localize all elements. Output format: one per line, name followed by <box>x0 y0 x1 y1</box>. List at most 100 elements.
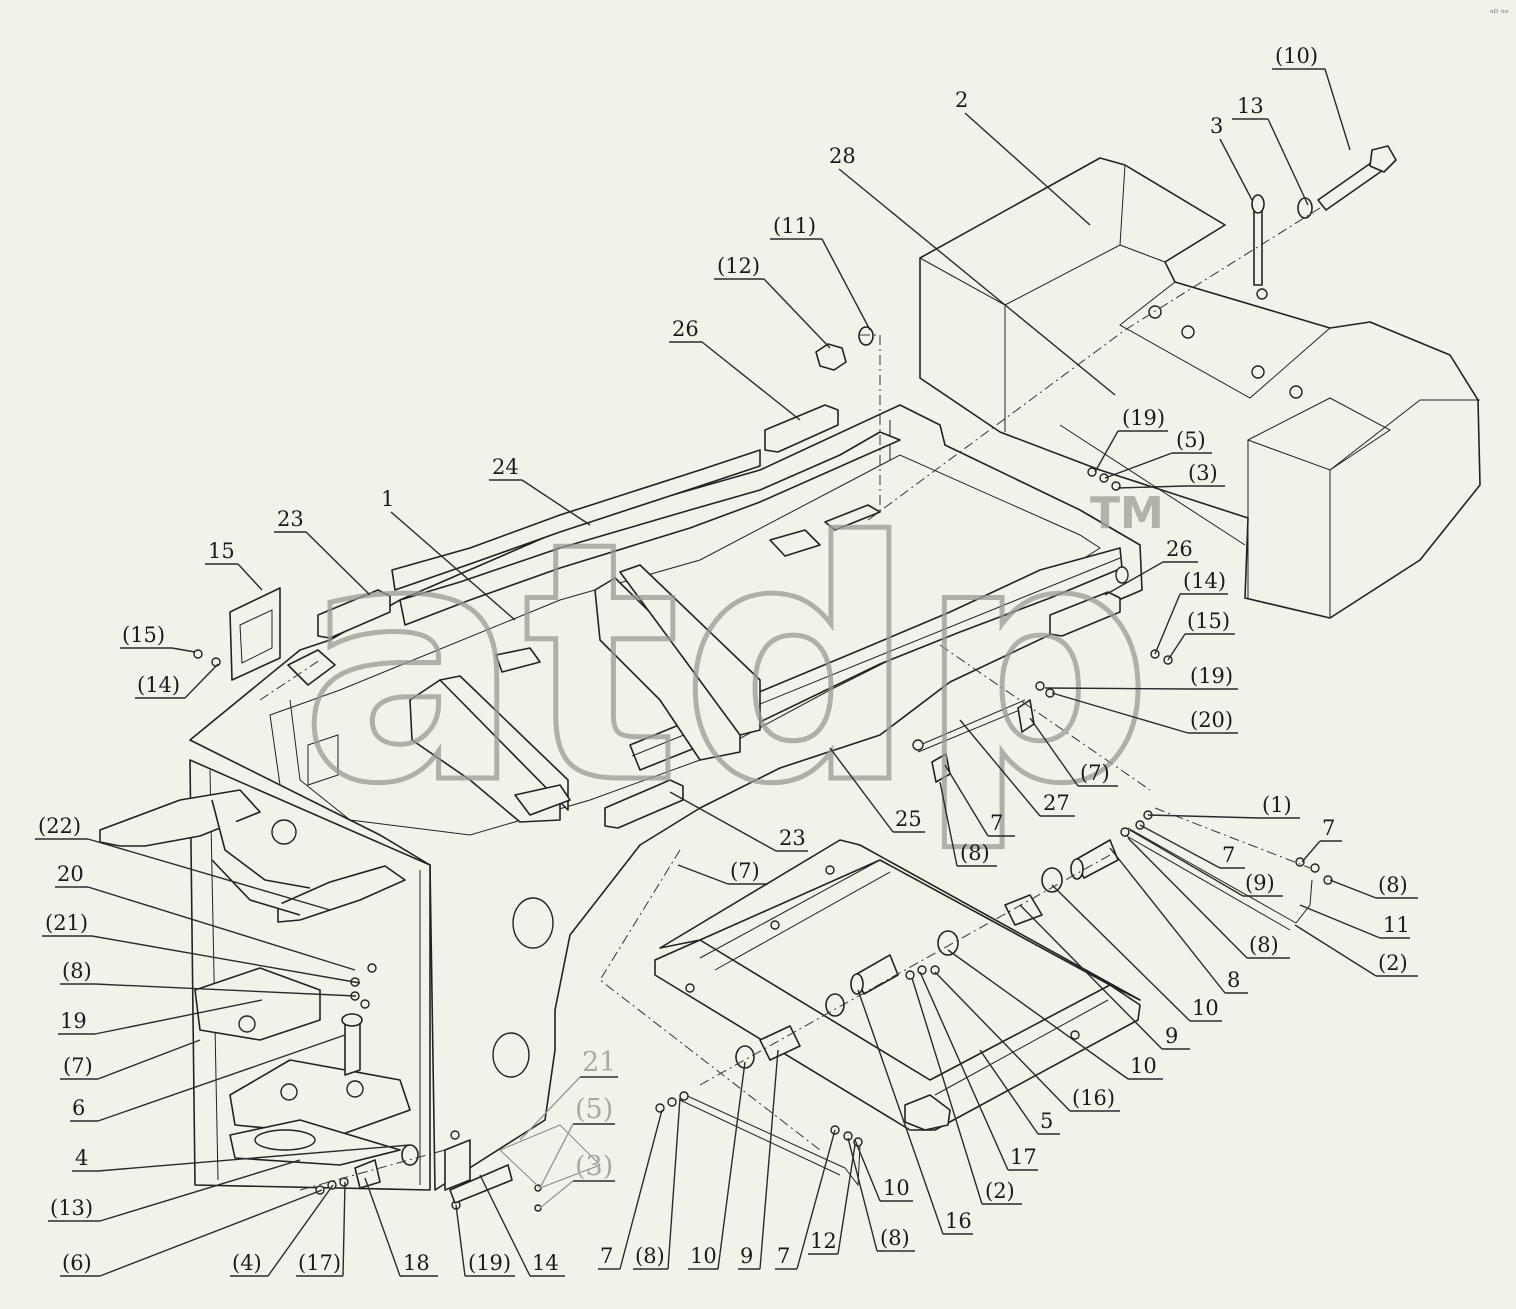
callout-label: 1 <box>381 487 394 511</box>
callout-label: (2) <box>985 1179 1015 1203</box>
callout-label: (20) <box>1190 708 1233 732</box>
leader-line <box>829 747 894 833</box>
callout-label: (14) <box>137 673 180 697</box>
callout-label: (7) <box>63 1054 93 1078</box>
leader-line <box>1219 138 1253 201</box>
callout-label: (11) <box>773 214 816 238</box>
main-frame <box>99 404 1143 1191</box>
leader-line <box>305 531 371 596</box>
watermark-trademark: TM <box>1090 488 1164 539</box>
leader-line <box>837 1144 856 1255</box>
callout-label: 17 <box>1010 1145 1037 1169</box>
leader-line <box>1019 904 1163 1050</box>
leader-line <box>97 1039 201 1080</box>
callout-label: (13) <box>50 1196 93 1220</box>
lower-bracket <box>444 1124 601 1204</box>
leader-line <box>1044 687 1189 690</box>
leader-line <box>857 989 944 1235</box>
callout-label: (10) <box>1275 44 1318 68</box>
callout-label: (8) <box>880 1226 910 1250</box>
leader-line <box>947 949 1129 1080</box>
callout-label: (15) <box>1187 609 1230 633</box>
leader-line <box>390 511 516 621</box>
leader-line <box>1294 924 1377 977</box>
callout-label: 25 <box>895 807 922 831</box>
leader-line <box>939 781 958 867</box>
leader-line <box>1301 840 1321 863</box>
leader-line <box>1029 717 1079 787</box>
callout-label: (21) <box>45 911 88 935</box>
leader-line <box>1104 561 1164 596</box>
watermark-text: atdp <box>300 472 1153 856</box>
leader-line <box>184 663 219 699</box>
callout-label: 9 <box>740 1244 753 1268</box>
callout-label: 4 <box>75 1146 88 1170</box>
callout-label: (8) <box>635 1244 665 1268</box>
callout-label: 11 <box>1383 913 1410 937</box>
callout-label: 10 <box>883 1176 910 1200</box>
leader-line <box>667 1097 681 1270</box>
callout-label: (4) <box>232 1251 262 1275</box>
corner-mark: ᵒᴰ ᵒᵒ <box>1490 9 1509 19</box>
callout-label: 7 <box>1222 843 1235 867</box>
callout-label: (12) <box>717 254 760 278</box>
counterweight-bolt <box>1251 145 1397 286</box>
leader-line <box>539 1123 574 1189</box>
leader-line <box>1299 904 1381 939</box>
leader-line <box>1104 452 1173 479</box>
callout-label: 14 <box>532 1251 559 1275</box>
leader-line <box>91 935 361 984</box>
callout-label: (19) <box>1190 664 1233 688</box>
leader-line <box>854 1139 881 1202</box>
callout-label: 7 <box>1322 816 1335 840</box>
leader-line <box>1147 814 1261 819</box>
callout-label: 9 <box>1165 1024 1178 1048</box>
leader-line <box>821 238 871 331</box>
callout-label: 27 <box>1043 791 1070 815</box>
leader-line <box>838 168 1116 396</box>
callout-label: 20 <box>57 862 84 886</box>
callout-label: 26 <box>1166 537 1193 561</box>
callout-label: (8) <box>62 959 92 983</box>
callout-label: 10 <box>690 1244 717 1268</box>
callout-label: (19) <box>1122 406 1165 430</box>
leader-lines <box>35 68 1418 1277</box>
leader-line <box>979 1049 1039 1135</box>
callout-label: 6 <box>72 1096 85 1120</box>
leader-line <box>1167 633 1186 661</box>
callout-label: 16 <box>945 1209 972 1233</box>
leader-line <box>959 719 1041 817</box>
leader-line <box>94 983 357 997</box>
leader-line <box>619 1109 663 1270</box>
nut-and-washer <box>815 326 874 371</box>
leader-line <box>1051 884 1191 1022</box>
callout-label: 23 <box>779 826 806 850</box>
leader-line <box>267 1184 334 1277</box>
callout-label: (3) <box>1188 461 1218 485</box>
callout-label: (8) <box>960 841 990 865</box>
leader-line <box>1267 118 1309 206</box>
leader-line <box>97 1144 411 1172</box>
leader-line <box>759 1049 779 1270</box>
callout-label: 5 <box>1040 1109 1053 1133</box>
callout-label: (22) <box>38 814 81 838</box>
leader-line <box>171 647 196 653</box>
callout-label: 7 <box>990 811 1003 835</box>
leader-line <box>364 1177 401 1277</box>
callout-label: (15) <box>122 623 165 647</box>
callout-label: 8 <box>1227 968 1240 992</box>
callout-label: (7) <box>1080 761 1110 785</box>
leader-line <box>521 479 591 526</box>
callout-label: (7) <box>730 859 760 883</box>
callout-label: 18 <box>403 1251 430 1275</box>
leader-line <box>796 1129 836 1270</box>
leader-line <box>763 278 831 349</box>
callout-label: 10 <box>1130 1054 1157 1078</box>
leader-line <box>455 1204 466 1277</box>
callout-label: 26 <box>672 317 699 341</box>
counterweight <box>919 157 1481 619</box>
callout-label: (8) <box>1249 933 1279 957</box>
leader-line <box>1117 485 1186 489</box>
